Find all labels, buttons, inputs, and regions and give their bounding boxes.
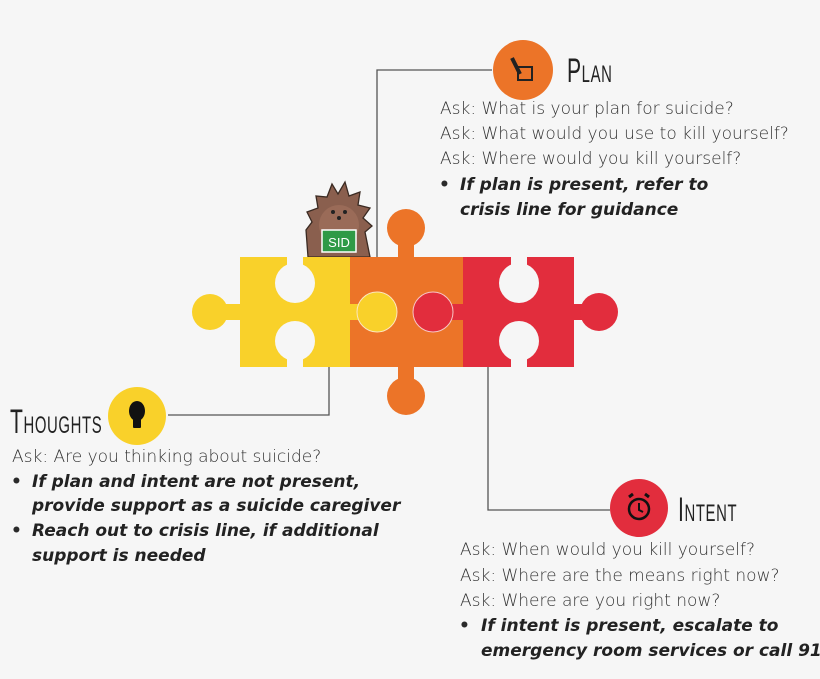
plan-ask-1: Ask: What is your plan for suicide?	[440, 99, 734, 119]
plan-bullet-1-line-2: crisis line for guidance	[460, 200, 679, 220]
hedgehog-icon	[305, 180, 373, 258]
thoughts-bullet-2-line-1: Reach out to crisis line, if additional	[32, 521, 379, 541]
bullet-icon: •	[11, 521, 22, 541]
intent-bullet-1-line-1: If intent is present, escalate to	[481, 616, 779, 636]
mascot-label: SID	[328, 235, 350, 250]
plan-ask-3: Ask: Where would you kill yourself?	[440, 149, 742, 169]
intent-ask-2: Ask: Where are the means right now?	[460, 566, 780, 586]
bullet-icon: •	[11, 472, 22, 492]
intent-bullet-1-line-2: emergency room services or call 911	[481, 641, 820, 661]
intent-title: Intent	[678, 491, 738, 529]
alarm-clock-icon	[610, 479, 668, 537]
bullet-icon: •	[439, 175, 450, 195]
intent-ask-1: Ask: When would you kill yourself?	[460, 540, 756, 560]
thoughts-ask-1: Ask: Are you thinking about suicide?	[12, 447, 322, 467]
plan-title: Plan	[567, 52, 613, 90]
bullet-icon: •	[459, 616, 470, 636]
lightbulb-icon	[108, 387, 166, 445]
plan-connector	[376, 69, 492, 257]
pen-paper-icon	[493, 40, 553, 100]
plan-bullet-1-line-1: If plan is present, refer to	[460, 175, 709, 195]
thoughts-bullet-1-line-2: provide support as a suicide caregiver	[32, 496, 401, 516]
intent-connector	[487, 367, 610, 511]
intent-ask-3: Ask: Where are you right now?	[460, 591, 721, 611]
thoughts-bullet-2-line-2: support is needed	[32, 546, 206, 566]
thoughts-connector	[168, 367, 330, 416]
thoughts-title: Thoughts	[10, 403, 103, 441]
plan-ask-2: Ask: What would you use to kill yourself…	[440, 124, 789, 144]
thoughts-bullet-1-line-1: If plan and intent are not present,	[32, 472, 361, 492]
